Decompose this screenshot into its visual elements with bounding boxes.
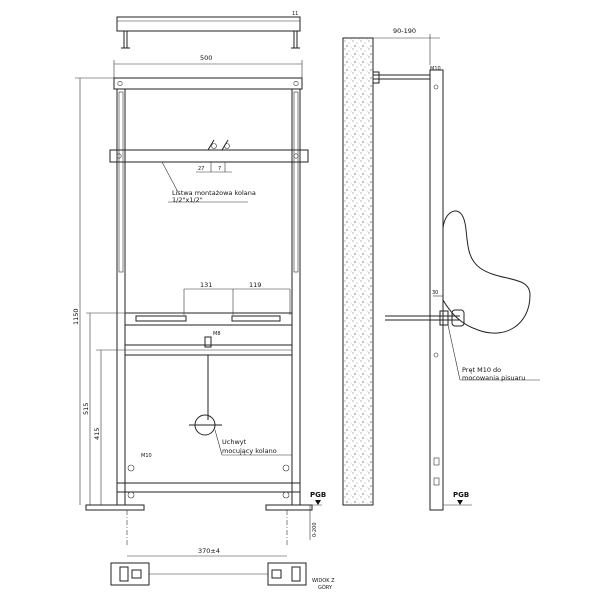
top-rail-detail: 11 <box>116 11 301 49</box>
top-view-feet: WIDOK Z GÓRY <box>110 562 335 591</box>
holder-label-2: mocujący kolano <box>222 447 277 455</box>
elbow-bracket-label-1: Listwa montażowa kolana <box>172 189 256 197</box>
front-view: 11 500 <box>72 11 335 591</box>
holder-label-1: Uchwyt <box>222 438 247 446</box>
elbow-bracket-label-2: 1/2"x1/2" <box>172 196 203 204</box>
top-small-mark: 11 <box>292 11 298 17</box>
wall-offset-label: 90-190 <box>393 27 416 35</box>
urinal-outline <box>442 210 531 334</box>
left-floor-markers: M10 PGB 0-200 <box>141 453 326 540</box>
dim-27-label: 27 <box>198 166 204 172</box>
dimension-500: 500 <box>113 54 303 78</box>
dim-1150-label: 1150 <box>72 308 80 325</box>
top-view-label-2: GÓRY <box>318 584 333 591</box>
pgb-left-label: PGB <box>310 491 326 499</box>
wall <box>342 37 374 506</box>
top-view-label-1: WIDOK Z <box>312 578 335 584</box>
dim-500-label: 500 <box>200 54 212 62</box>
dim-370-label: 370±4 <box>198 547 220 555</box>
vertical-dimensions: 1150 515 415 <box>72 77 186 505</box>
frame <box>85 77 313 511</box>
dim-7-label: 7 <box>218 166 221 172</box>
floor-offset-label: 0-200 <box>312 522 318 537</box>
dim-515-label: 515 <box>82 403 90 415</box>
elbow-fittings: 27 7 Listwa montażowa kolana 1/2"x1/2" <box>161 139 256 204</box>
m10-left-label: M10 <box>141 453 152 459</box>
upper-rails: 131 119 <box>135 281 291 322</box>
dim-119-label: 119 <box>249 281 261 289</box>
center-rod: M8 Uchwyt mocujący kolano <box>189 331 292 456</box>
dim-415-label: 415 <box>93 428 101 440</box>
dim-131-label: 131 <box>200 281 212 289</box>
side-view: 90-190 M10 30 Pręt M10 do mocowania pisu… <box>342 27 540 511</box>
m8-label: M8 <box>213 331 221 337</box>
pgb-right-label: PGB <box>453 491 469 499</box>
rod-label-2: mocowania pisuaru <box>462 374 525 382</box>
bottom-dimension: 370±4 <box>127 547 287 557</box>
rod-label-1: Pręt M10 do <box>462 366 501 374</box>
dim-30-label: 30 <box>432 290 438 296</box>
m10-right-label: M10 <box>430 66 441 72</box>
